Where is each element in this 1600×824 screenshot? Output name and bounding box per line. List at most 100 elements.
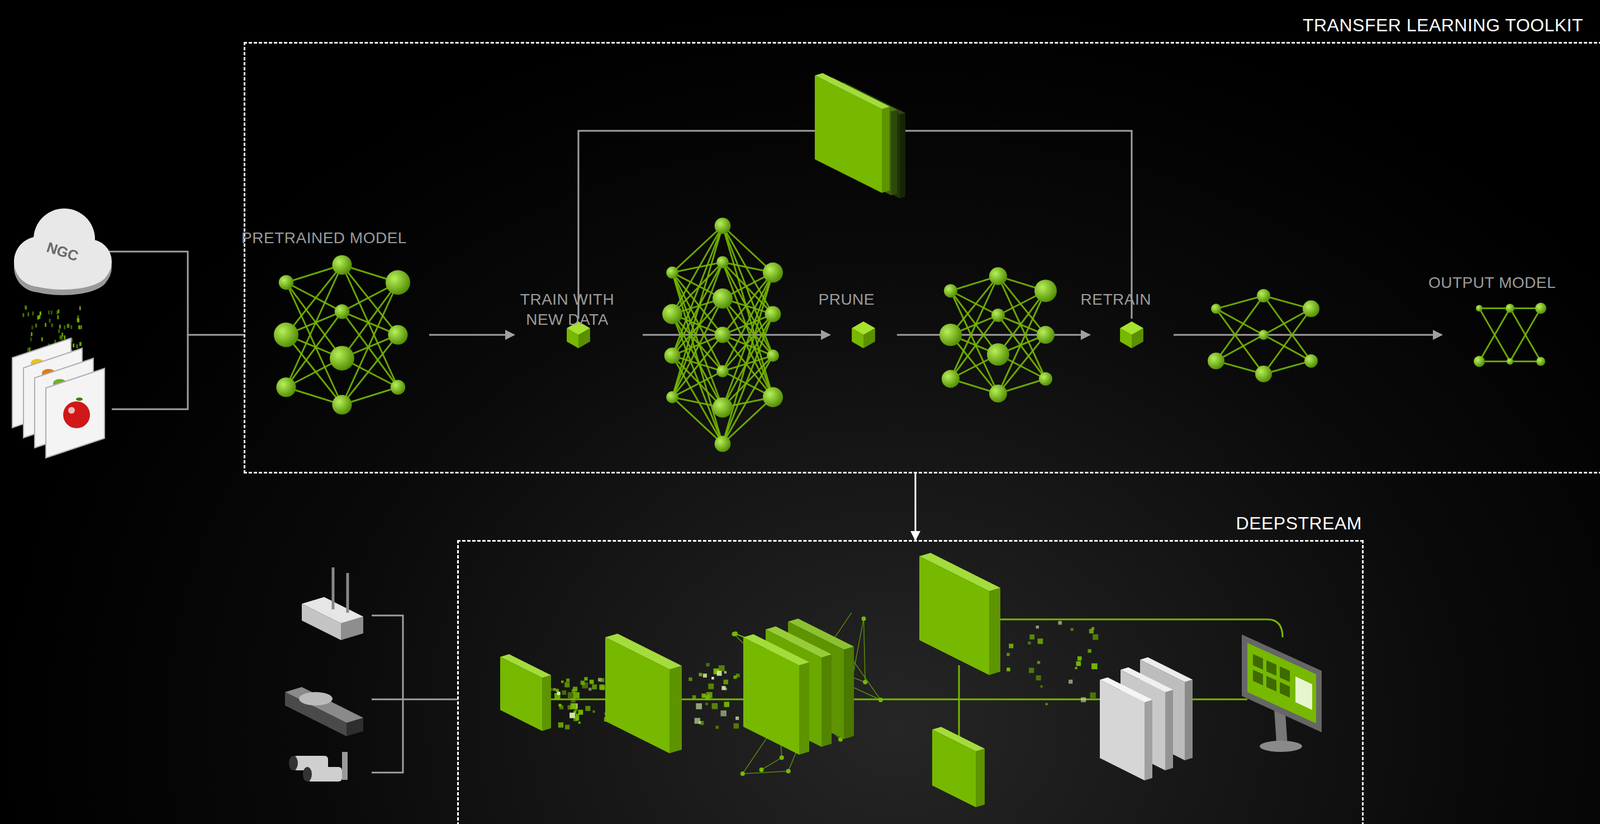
- data-particle: [1027, 641, 1031, 644]
- data-particle: [1045, 702, 1048, 705]
- slab-front: [743, 637, 800, 755]
- web-dot: [758, 767, 764, 772]
- data-cards: [12, 338, 105, 458]
- network-link: [286, 282, 343, 312]
- network-neuron: [1475, 305, 1483, 312]
- connector-line: [642, 334, 830, 336]
- network-neuron: [762, 386, 783, 407]
- network-link: [1479, 308, 1511, 362]
- monitor-frame: [1241, 634, 1322, 733]
- binary-dash: [51, 323, 54, 327]
- step-cube: [1119, 321, 1144, 349]
- camera-lens: [288, 755, 298, 771]
- screen-tile: [1266, 660, 1277, 676]
- pipeline-wire: [958, 665, 961, 738]
- slab-side: [799, 662, 810, 755]
- data-particle: [561, 690, 567, 695]
- data-particle: [1037, 660, 1041, 664]
- binary-dash: [59, 324, 61, 329]
- binary-dash: [38, 314, 41, 319]
- data-particle: [1028, 667, 1034, 673]
- network-neuron: [1536, 357, 1546, 367]
- network-neuron: [329, 345, 355, 371]
- region-heading: DEEPSTREAM: [1236, 512, 1362, 534]
- network-link: [950, 290, 999, 316]
- binary-dash: [60, 335, 63, 340]
- step-label: PRETRAINED MODEL: [241, 228, 407, 249]
- cloud-label-box: NGC: [39, 233, 86, 270]
- network-link: [1510, 308, 1541, 362]
- slab-side: [975, 748, 985, 807]
- data-particle: [1068, 679, 1073, 684]
- network-neuron: [1302, 300, 1320, 317]
- binary-dash: [27, 347, 30, 352]
- network-neuron: [989, 267, 1008, 286]
- data-particle: [711, 676, 715, 680]
- data-particle: [1036, 675, 1042, 681]
- disk-platter: [298, 691, 333, 706]
- router-antenna: [346, 572, 350, 613]
- data-particle: [553, 687, 557, 691]
- cube-top: [851, 321, 876, 335]
- data-particle: [1075, 666, 1078, 669]
- network-neuron: [766, 349, 780, 362]
- network-neuron: [762, 262, 783, 283]
- slab-side: [821, 654, 832, 747]
- inference-block: [743, 634, 810, 755]
- region-box: DEEPSTREAM: [457, 539, 1364, 824]
- camera-mount: [342, 751, 348, 780]
- network-neuron: [278, 274, 294, 290]
- network-neuron: [1304, 354, 1318, 368]
- step-label: RETRAIN: [1080, 289, 1152, 310]
- data-particle: [718, 665, 725, 672]
- data-particle: [556, 688, 559, 692]
- data-particle: [564, 681, 570, 687]
- binary-dash: [39, 311, 42, 316]
- data-particle: [570, 703, 577, 710]
- network-neuron: [276, 377, 296, 397]
- data-particle: [705, 695, 711, 701]
- region-box: PRETRAINED MODELTRAIN WITH NEW DATAPRUNE…: [243, 41, 1600, 474]
- data-particle: [698, 720, 702, 724]
- binary-dash: [76, 344, 78, 349]
- network-neuron: [714, 435, 731, 453]
- data-particle: [717, 670, 723, 676]
- particle-web: [732, 612, 883, 776]
- network-neuron: [712, 397, 733, 418]
- data-particle: [588, 687, 592, 691]
- data-particle: [558, 722, 564, 728]
- data-particle: [1040, 685, 1043, 688]
- slab-side: [669, 665, 682, 754]
- region-heading: TRANSFER LEARNING TOOLKIT: [1302, 14, 1584, 36]
- server-block: [1099, 677, 1153, 781]
- network-neuron: [716, 364, 729, 378]
- network-neuron: [989, 384, 1008, 403]
- network-link: [342, 282, 398, 405]
- data-particle: [600, 677, 605, 682]
- data-particle: [733, 675, 737, 679]
- binary-dash: [41, 336, 44, 341]
- network-link: [1216, 308, 1264, 335]
- data-particle: [735, 716, 739, 720]
- web-dot: [861, 616, 866, 621]
- step-box: TRAIN WITH NEW DATA: [514, 318, 643, 414]
- network-neuron: [941, 369, 960, 388]
- network-neuron: [390, 380, 406, 395]
- image-card: [45, 368, 105, 458]
- neural-network: [1473, 302, 1547, 368]
- web-strand: [840, 618, 864, 740]
- screen-tile: [1279, 681, 1290, 698]
- analytics-block: [932, 726, 985, 807]
- data-particle: [567, 691, 574, 699]
- binary-dash: [27, 312, 30, 317]
- binary-dash: [63, 325, 66, 330]
- data-particle: [1087, 648, 1091, 653]
- data-particle: [1077, 656, 1082, 661]
- camera-body: [307, 766, 343, 782]
- slab-side: [1184, 679, 1193, 761]
- monitor-screen: [1247, 642, 1317, 724]
- binary-dash: [32, 311, 35, 316]
- cube-top: [1119, 321, 1144, 335]
- binary-dash: [68, 323, 70, 328]
- neural-network: [939, 267, 1057, 403]
